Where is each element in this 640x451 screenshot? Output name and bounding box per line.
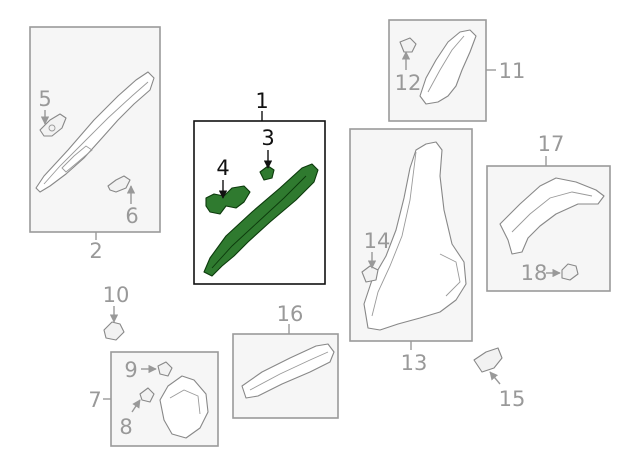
callout-15[interactable]: 15 [499, 387, 526, 411]
callout-2[interactable]: 2 [89, 239, 102, 263]
trim-part-17 [499, 177, 605, 255]
callout-6[interactable]: 6 [125, 204, 138, 228]
callout-10[interactable]: 10 [103, 283, 130, 307]
callout-18[interactable]: 18 [521, 261, 548, 285]
part-group-16[interactable] [232, 333, 339, 419]
callout-8[interactable]: 8 [119, 415, 132, 439]
callout-12[interactable]: 12 [395, 71, 422, 95]
part-group-7[interactable] [110, 351, 219, 447]
callout-4[interactable]: 4 [216, 156, 229, 180]
a-pillar-trim-part [35, 71, 155, 193]
callout-9[interactable]: 9 [124, 358, 137, 382]
callout-13[interactable]: 13 [401, 351, 428, 375]
callout-17[interactable]: 17 [538, 132, 565, 156]
callout-7[interactable]: 7 [88, 388, 101, 412]
clip-part-12 [399, 37, 417, 53]
part-group-1[interactable] [193, 120, 326, 285]
callout-14[interactable]: 14 [364, 229, 391, 253]
part-group-17[interactable] [486, 165, 611, 292]
callout-16[interactable]: 16 [277, 302, 304, 326]
bracket-part-15[interactable] [473, 347, 503, 373]
part-group-2[interactable] [29, 26, 161, 233]
callout-11[interactable]: 11 [499, 59, 526, 83]
clip-part-9 [157, 361, 173, 377]
part-group-11[interactable] [388, 19, 487, 122]
clip-part-8 [139, 387, 155, 403]
part-group-13[interactable] [349, 128, 473, 342]
scuff-plate-part-16 [241, 343, 335, 399]
pillar-trim-part-11 [419, 29, 477, 105]
cover-part-7 [159, 375, 209, 439]
callout-1[interactable]: 1 [255, 89, 268, 113]
callout-5[interactable]: 5 [38, 87, 51, 111]
clip-part-10[interactable] [103, 321, 125, 341]
clip-part-18 [561, 263, 579, 281]
clip-part-6 [107, 175, 131, 193]
pillar-trim-part-13 [363, 141, 467, 331]
callout-3[interactable]: 3 [261, 126, 274, 150]
